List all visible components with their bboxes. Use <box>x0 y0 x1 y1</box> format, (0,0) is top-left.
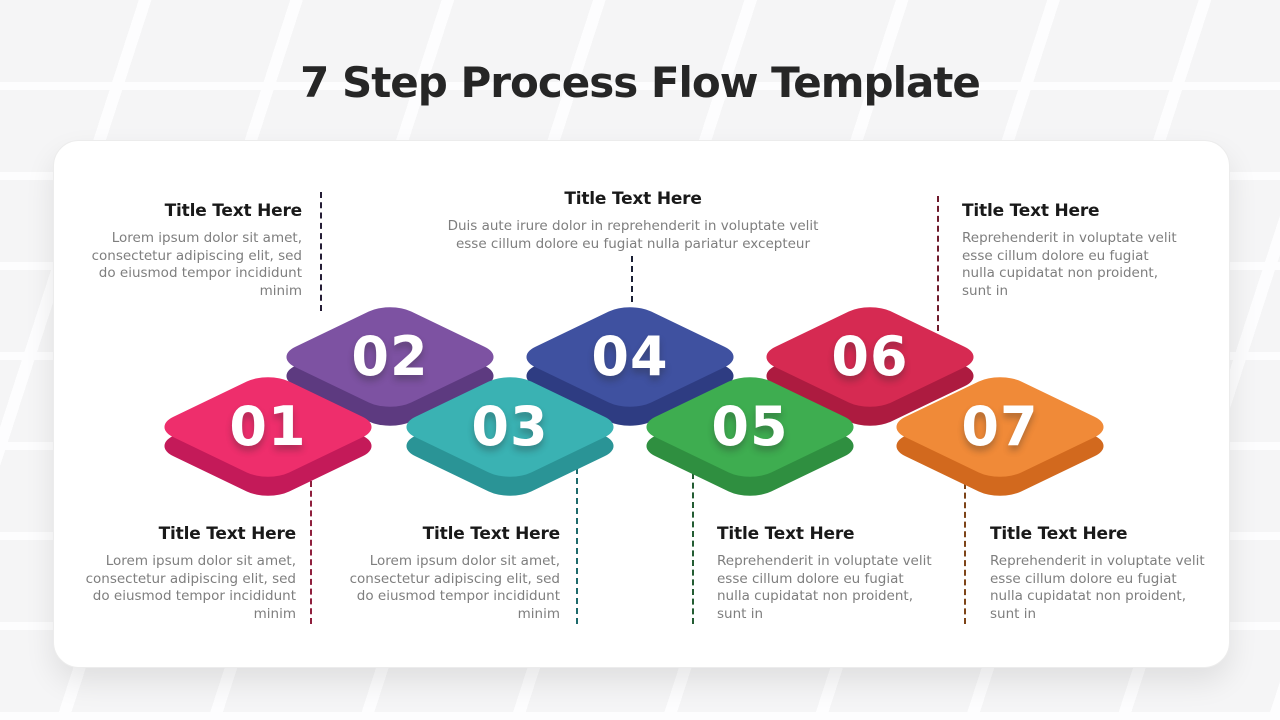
step-1-text-block: Title Text Here Lorem ipsum dolor sit am… <box>82 524 297 623</box>
step-4-text-block: Title Text Here Duis aute irure dolor in… <box>447 189 819 253</box>
connector-5 <box>692 473 694 624</box>
step-1-description: Lorem ipsum dolor sit amet, consectetur … <box>85 553 296 622</box>
step-4-title: Title Text Here <box>564 189 702 209</box>
step-5-title: Title Text Here <box>717 524 855 544</box>
step-1-title: Title Text Here <box>158 524 297 544</box>
step-number: 03 <box>471 395 549 458</box>
step-6-title: Title Text Here <box>962 201 1100 221</box>
step-number: 06 <box>831 325 909 388</box>
step-7-text-block: Title Text Here Reprehenderit in volupta… <box>990 524 1210 623</box>
diamond-1: 01 <box>152 371 384 502</box>
connector-6 <box>937 196 939 331</box>
step-2-text-block: Title Text Here Lorem ipsum dolor sit am… <box>88 201 303 300</box>
step-3-description: Lorem ipsum dolor sit amet, consectetur … <box>349 553 560 622</box>
step-number: 04 <box>591 325 669 388</box>
diamond-6: 06 <box>754 301 986 432</box>
step-2-description: Lorem ipsum dolor sit amet, consectetur … <box>91 230 302 299</box>
connector-1 <box>310 481 312 624</box>
diamond-5: 05 <box>634 371 866 502</box>
step-7-description: Reprehenderit in voluptate velit esse ci… <box>990 553 1205 622</box>
connector-4 <box>631 256 633 302</box>
step-3-text-block: Title Text Here Lorem ipsum dolor sit am… <box>346 524 561 623</box>
step-6-description: Reprehenderit in voluptate velit esse ci… <box>962 230 1177 299</box>
connector-7 <box>964 483 966 624</box>
connector-2 <box>320 192 322 311</box>
step-number: 01 <box>229 395 307 458</box>
step-6-text-block: Title Text Here Reprehenderit in volupta… <box>962 201 1182 300</box>
diamond-3: 03 <box>394 371 626 502</box>
diamond-7: 07 <box>884 371 1116 502</box>
diamond-2: 02 <box>274 301 506 432</box>
step-5-description: Reprehenderit in voluptate velit esse ci… <box>717 553 932 622</box>
step-number: 05 <box>711 395 789 458</box>
step-number: 07 <box>961 395 1039 458</box>
step-4-description: Duis aute irure dolor in reprehenderit i… <box>447 218 819 252</box>
step-7-title: Title Text Here <box>990 524 1128 544</box>
connector-3 <box>576 468 578 624</box>
step-5-text-block: Title Text Here Reprehenderit in volupta… <box>717 524 937 623</box>
page-title: 7 Step Process Flow Template <box>300 58 981 107</box>
step-number: 02 <box>351 325 429 388</box>
diamond-4: 04 <box>514 301 746 432</box>
step-2-title: Title Text Here <box>164 201 303 221</box>
step-3-title: Title Text Here <box>422 524 561 544</box>
